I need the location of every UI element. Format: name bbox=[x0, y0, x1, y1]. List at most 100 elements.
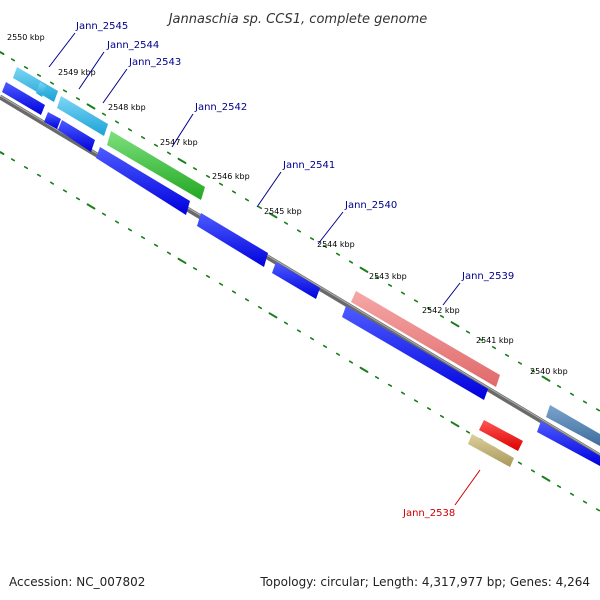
tick-mark bbox=[114, 120, 120, 124]
tick-mark bbox=[49, 181, 55, 185]
gene-label-jann-2543[interactable]: Jann_2543 bbox=[128, 57, 181, 68]
cds-arrow[interactable] bbox=[2, 82, 45, 115]
kbp-scale-labels: 2550 kbp 2549 kbp 2548 kbp 2547 kbp 2546 kbp… bbox=[7, 33, 568, 376]
kbp-label: 2550 kbp bbox=[7, 33, 45, 42]
tick-track-outer bbox=[0, 50, 600, 412]
kbp-label: 2548 kbp bbox=[108, 103, 146, 112]
tick-mark bbox=[582, 400, 588, 404]
topology-label: Topology: circular; Length: 4,317,977 bp… bbox=[260, 575, 590, 589]
kbp-label: 2541 kbp bbox=[476, 336, 514, 345]
tick-mark bbox=[244, 198, 250, 202]
gene-label-jann-2539[interactable]: Jann_2539 bbox=[461, 271, 514, 282]
tick-mark bbox=[205, 274, 211, 279]
tick-mark bbox=[541, 375, 551, 382]
tick-mark bbox=[569, 492, 575, 496]
forward-gene-track bbox=[13, 67, 600, 446]
tick-mark bbox=[296, 329, 302, 333]
tick-mark bbox=[400, 291, 406, 295]
cds-arrow[interactable] bbox=[342, 306, 488, 400]
tick-mark bbox=[140, 135, 146, 140]
gene-label-jann-2544[interactable]: Jann_2544 bbox=[106, 40, 159, 51]
tick-mark bbox=[374, 376, 380, 380]
tick-mark bbox=[387, 283, 393, 287]
tick-mark bbox=[0, 150, 5, 156]
tick-mark bbox=[268, 212, 278, 219]
tick-mark bbox=[374, 276, 380, 280]
tick-mark bbox=[465, 330, 471, 334]
tick-mark bbox=[0, 50, 5, 56]
leader-line bbox=[78, 51, 105, 90]
gene-label-jann-2545[interactable]: Jann_2545 bbox=[75, 21, 128, 32]
tick-mark bbox=[257, 306, 263, 310]
tick-mark bbox=[127, 128, 133, 132]
gene-red-arrow[interactable] bbox=[479, 420, 523, 451]
tick-mark bbox=[517, 361, 523, 365]
tick-mark bbox=[127, 228, 133, 232]
tick-mark bbox=[86, 103, 96, 110]
tick-mark bbox=[231, 290, 237, 294]
tick-mark bbox=[244, 298, 250, 302]
gene-label-jann-2542[interactable]: Jann_2542 bbox=[194, 102, 247, 113]
gene-label-jann-2538[interactable]: Jann_2538 bbox=[402, 508, 455, 519]
tick-mark bbox=[387, 383, 393, 387]
tick-mark bbox=[257, 206, 263, 210]
kbp-label: 2546 kbp bbox=[212, 172, 250, 181]
tick-mark bbox=[541, 475, 551, 482]
tick-mark bbox=[283, 221, 289, 225]
tick-mark bbox=[450, 321, 460, 328]
tick-mark bbox=[296, 229, 302, 233]
tick-mark bbox=[283, 321, 289, 325]
tick-mark bbox=[348, 260, 354, 264]
kbp-label: 2543 kbp bbox=[369, 272, 407, 281]
kbp-label: 2547 kbp bbox=[160, 138, 198, 147]
tick-mark bbox=[582, 500, 588, 504]
cds-arrow[interactable] bbox=[44, 112, 61, 129]
cds-arrow[interactable] bbox=[537, 421, 600, 466]
cds-arrow[interactable] bbox=[96, 147, 190, 215]
tick-mark bbox=[10, 158, 16, 162]
tick-mark bbox=[36, 173, 42, 177]
tick-mark bbox=[62, 189, 68, 193]
gene-jann-2538[interactable] bbox=[468, 434, 514, 467]
gene-steel[interactable] bbox=[546, 405, 600, 446]
tick-mark bbox=[114, 220, 120, 224]
kbp-label: 2545 kbp bbox=[264, 207, 302, 216]
tick-mark bbox=[23, 165, 29, 170]
cds-arrow[interactable] bbox=[272, 262, 320, 299]
tick-mark bbox=[530, 469, 536, 473]
gene-label-jann-2540[interactable]: Jann_2540 bbox=[344, 200, 397, 211]
kbp-label: 2542 kbp bbox=[422, 306, 460, 315]
leader-line bbox=[256, 171, 282, 208]
gene-label-jann-2541[interactable]: Jann_2541 bbox=[282, 160, 335, 171]
gene-jann-2545[interactable] bbox=[13, 67, 58, 102]
tick-mark bbox=[335, 352, 341, 356]
kbp-label: 2549 kbp bbox=[58, 68, 96, 77]
reverse-cds-track bbox=[2, 82, 600, 466]
tick-mark bbox=[517, 461, 523, 465]
tick-mark bbox=[439, 414, 445, 419]
cds-arrow[interactable] bbox=[58, 120, 95, 152]
gene-jann-2544[interactable] bbox=[57, 96, 108, 136]
gene-jann-2539[interactable] bbox=[351, 291, 500, 387]
tick-mark bbox=[359, 366, 369, 373]
tick-mark bbox=[595, 508, 600, 512]
tick-mark bbox=[218, 282, 224, 286]
tick-mark bbox=[153, 243, 159, 247]
tick-mark bbox=[309, 237, 315, 241]
map-title: Jannaschia sp. CCS1, complete genome bbox=[166, 12, 428, 27]
tick-mark bbox=[556, 384, 562, 389]
tick-mark bbox=[192, 167, 198, 171]
tick-mark bbox=[491, 346, 497, 350]
tick-mark bbox=[595, 408, 600, 412]
tick-mark bbox=[348, 360, 354, 364]
tick-mark bbox=[177, 157, 187, 164]
gene-jann-2543[interactable] bbox=[36, 82, 46, 97]
cds-arrow[interactable] bbox=[197, 213, 268, 267]
leader-line bbox=[48, 32, 76, 68]
tick-mark bbox=[101, 112, 107, 116]
tick-mark bbox=[359, 266, 369, 273]
leader-line bbox=[442, 282, 461, 306]
kbp-label: 2544 kbp bbox=[317, 240, 355, 249]
gene-jann-2542[interactable] bbox=[107, 131, 205, 200]
tick-mark bbox=[530, 369, 536, 373]
